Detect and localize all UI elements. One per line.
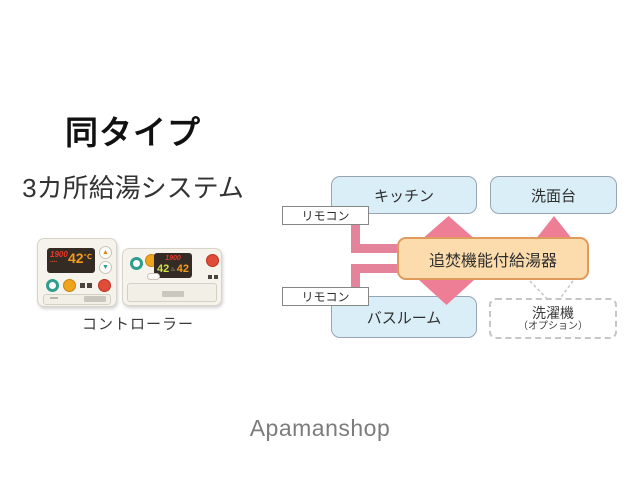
function-switch-icon bbox=[87, 283, 92, 288]
remote-tag-label: リモコン bbox=[301, 209, 350, 223]
washstand-box: 洗面台 bbox=[490, 176, 617, 214]
cover-notch bbox=[50, 297, 58, 299]
power-button-icon bbox=[46, 279, 59, 292]
bathroom-label: バスルーム bbox=[366, 309, 442, 327]
temp-up-button: ▲ bbox=[99, 246, 112, 259]
mode-button-icon bbox=[63, 279, 76, 292]
brand-watermark: Apamanshop bbox=[249, 415, 391, 441]
kitchen-label: キッチン bbox=[373, 187, 434, 205]
headline-block: 同タイプ 3カ所給湯システム bbox=[14, 106, 252, 205]
remote1-temp-readout: 42℃ bbox=[68, 251, 92, 265]
remote1-display-row: 1900 ▪▪▪▪ 42℃ bbox=[50, 250, 92, 265]
up-arrow-icon: ▲ bbox=[102, 249, 109, 256]
warning-label bbox=[84, 296, 106, 302]
remote2-temp-left: 42 bbox=[157, 263, 170, 275]
type-title: 同タイプ bbox=[65, 114, 201, 151]
washer-option-box: 洗濯機 （オプション） bbox=[489, 298, 617, 339]
remote-tag-bathroom: リモコン bbox=[282, 287, 369, 306]
remote-controller-horizontal: 1900 42 ♨ 42 bbox=[122, 248, 222, 306]
heater-label: 追焚機能付給湯器 bbox=[428, 252, 557, 270]
remote2-pipe-vertical bbox=[351, 264, 360, 289]
remote-tag-kitchen: リモコン bbox=[282, 206, 369, 225]
remote2-temp-right: 42 bbox=[176, 263, 189, 275]
remote1-temp-unit: ℃ bbox=[83, 254, 92, 261]
remote2-display: 1900 42 ♨ 42 bbox=[154, 253, 192, 278]
remote1-display: 1900 ▪▪▪▪ 42℃ bbox=[47, 248, 95, 273]
system-subtitle: 3カ所給湯システム bbox=[22, 173, 244, 203]
remote1-flip-cover bbox=[43, 294, 111, 305]
remote2-pipe-horizontal bbox=[351, 264, 402, 273]
remote1-flow-readout: 1900 bbox=[50, 250, 68, 259]
remote1-display-ticks: ▪▪▪▪ bbox=[50, 259, 58, 265]
warning-label bbox=[162, 291, 184, 297]
function-switch-icon bbox=[214, 275, 218, 279]
function-switch-icon bbox=[208, 275, 212, 279]
remote2-temp-row: 42 ♨ 42 bbox=[157, 263, 189, 275]
power-button-icon bbox=[130, 257, 143, 270]
temp-down-button: ▼ bbox=[99, 261, 112, 274]
washstand-label: 洗面台 bbox=[530, 187, 576, 205]
small-toggle-icon bbox=[147, 273, 160, 280]
stop-button-icon bbox=[206, 254, 219, 267]
washer-option-label: （オプション） bbox=[518, 320, 588, 332]
down-arrow-icon: ▼ bbox=[102, 264, 109, 271]
stop-button-icon bbox=[98, 279, 111, 292]
washer-label: 洗濯機 bbox=[532, 304, 574, 321]
remote-controller-vertical: 1900 ▪▪▪▪ 42℃ ▲ ▼ bbox=[37, 238, 117, 307]
controller-caption: コントローラー bbox=[81, 316, 194, 333]
function-switch-icon bbox=[80, 283, 85, 288]
remote1-pipe-vertical bbox=[351, 224, 360, 253]
remote1-temp-value: 42 bbox=[67, 250, 84, 266]
kitchen-box: キッチン bbox=[331, 176, 477, 214]
remote1-pipe-horizontal bbox=[351, 244, 402, 253]
remote2-flow-readout: 1900 bbox=[165, 255, 181, 262]
heater-box: 追焚機能付給湯器 bbox=[397, 237, 589, 280]
remote-tag-label: リモコン bbox=[301, 290, 350, 304]
remote1-display-left: 1900 ▪▪▪▪ bbox=[50, 250, 68, 265]
bath-indicator-icon: ♨ bbox=[170, 266, 176, 273]
remote2-flip-cover bbox=[127, 283, 217, 302]
